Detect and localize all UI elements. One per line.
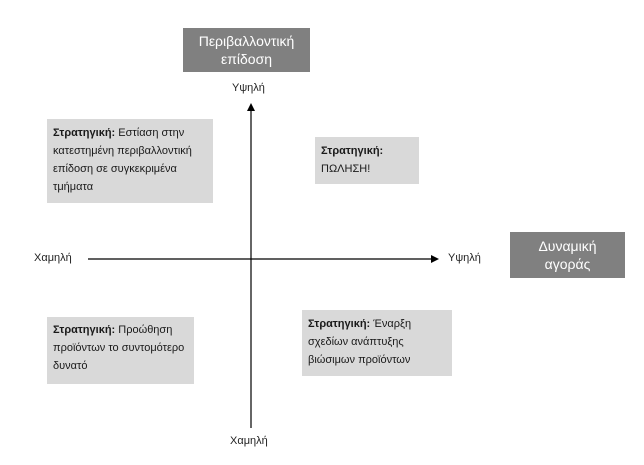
- quadrant-top-right: Στρατηγική: ΠΩΛΗΣΗ!: [315, 137, 419, 184]
- quadrant-bottom-right: Στρατηγική: Έναρξη σχεδίων ανάπτυξης βιώ…: [302, 310, 452, 376]
- y-axis-low-label: Χαμηλή: [230, 435, 268, 447]
- quadrant-bottom-left-text: Προώθηση προϊόντων το συντομότερο δυνατό: [53, 324, 185, 372]
- strategy-label: Στρατηγική:: [308, 318, 371, 330]
- x-axis-low-label: Χαμηλή: [34, 252, 72, 264]
- y-axis-high-label: Υψηλή: [232, 82, 265, 94]
- quadrant-bottom-right-text: Έναρξη σχεδίων ανάπτυξης βιώσιμων προϊόν…: [308, 318, 412, 366]
- quadrant-bottom-left: Στρατηγική: Προώθηση προϊόντων το συντομ…: [47, 317, 194, 384]
- strategy-label: Στρατηγική:: [53, 127, 116, 139]
- quadrant-top-left-text: Εστίαση στην κατεστημένη περιβαλλοντική …: [53, 127, 192, 193]
- strategy-label: Στρατηγική:: [321, 145, 384, 157]
- strategy-label: Στρατηγική:: [53, 324, 116, 336]
- x-axis-high-label: Υψηλή: [448, 252, 481, 264]
- x-axis-title: Δυναμική αγοράς: [510, 232, 625, 278]
- y-axis-title: Περιβαλλοντική επίδοση: [183, 28, 310, 72]
- quadrant-top-right-text: ΠΩΛΗΣΗ!: [321, 163, 371, 175]
- quadrant-top-left: Στρατηγική: Εστίαση στην κατεστημένη περ…: [47, 119, 213, 203]
